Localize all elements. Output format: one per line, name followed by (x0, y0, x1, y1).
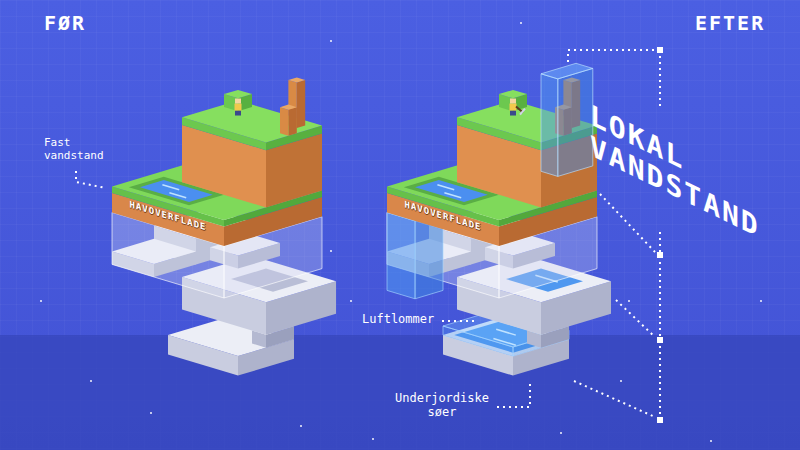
player-head (510, 99, 516, 104)
dimension-line (659, 232, 661, 414)
leader-line (442, 320, 476, 322)
tree-trunk (288, 78, 305, 83)
tick-mark (657, 417, 663, 423)
tick-mark (657, 47, 663, 53)
water-highlight (493, 338, 515, 345)
callout-label: Fast vandstand (44, 137, 110, 162)
star-dot (150, 412, 152, 414)
star-dot (350, 300, 352, 302)
star-dot (330, 40, 332, 42)
player-body (510, 104, 517, 111)
waterfall (387, 212, 415, 298)
player-body (235, 104, 242, 111)
water-column (558, 68, 593, 176)
leader-line (76, 171, 106, 188)
water-highlight (169, 193, 186, 198)
star-dot (372, 438, 374, 440)
before-scene (112, 78, 336, 376)
star-dot (620, 380, 622, 382)
after-scene (387, 63, 611, 375)
tick-mark (657, 337, 663, 343)
big-title-label: LOKAL VANDSTAND (590, 100, 770, 249)
grass-cube (499, 90, 527, 98)
face-label: HAVOVERFLADE (404, 199, 481, 233)
water-highlight (162, 185, 179, 190)
player-head (235, 99, 241, 104)
star-dot (520, 22, 522, 24)
callout-label: Underjordiske søer (392, 392, 492, 420)
tick-mark (657, 252, 663, 258)
leader-line (600, 194, 655, 252)
star-dot (330, 250, 332, 252)
dimension-line (659, 56, 661, 108)
player-legs (510, 111, 516, 116)
panel-heading: FØR (44, 12, 86, 35)
dimension-ticks (657, 47, 663, 423)
star-dot (40, 300, 42, 302)
player-legs (235, 111, 241, 116)
star-dot (300, 425, 302, 427)
water-column (541, 74, 558, 177)
water-highlight (437, 185, 454, 190)
leader-line (616, 300, 655, 337)
star-dot (760, 300, 762, 302)
tree-trunk (280, 107, 288, 136)
callout-label: Luftlommer (362, 313, 434, 327)
face-label: HAVOVERFLADE (129, 199, 206, 233)
tree-trunk (297, 80, 305, 128)
star-dots (40, 22, 762, 442)
horizon-band (0, 335, 800, 450)
star-dot (710, 440, 712, 442)
star-dot (560, 432, 562, 434)
water-highlight (496, 329, 516, 335)
water-column (541, 63, 593, 79)
panel-heading: EFTER (695, 12, 765, 35)
leader-line (497, 383, 530, 407)
tree-trunk (280, 105, 297, 110)
pickaxe (520, 109, 525, 115)
leader-line (574, 381, 655, 417)
star-dot (90, 380, 92, 382)
leader-line (568, 50, 654, 62)
tree-trunk (288, 107, 296, 136)
star-dot (628, 300, 630, 302)
grass-cube (224, 90, 252, 98)
dotted-guides (76, 50, 660, 417)
water-highlight (444, 193, 461, 198)
